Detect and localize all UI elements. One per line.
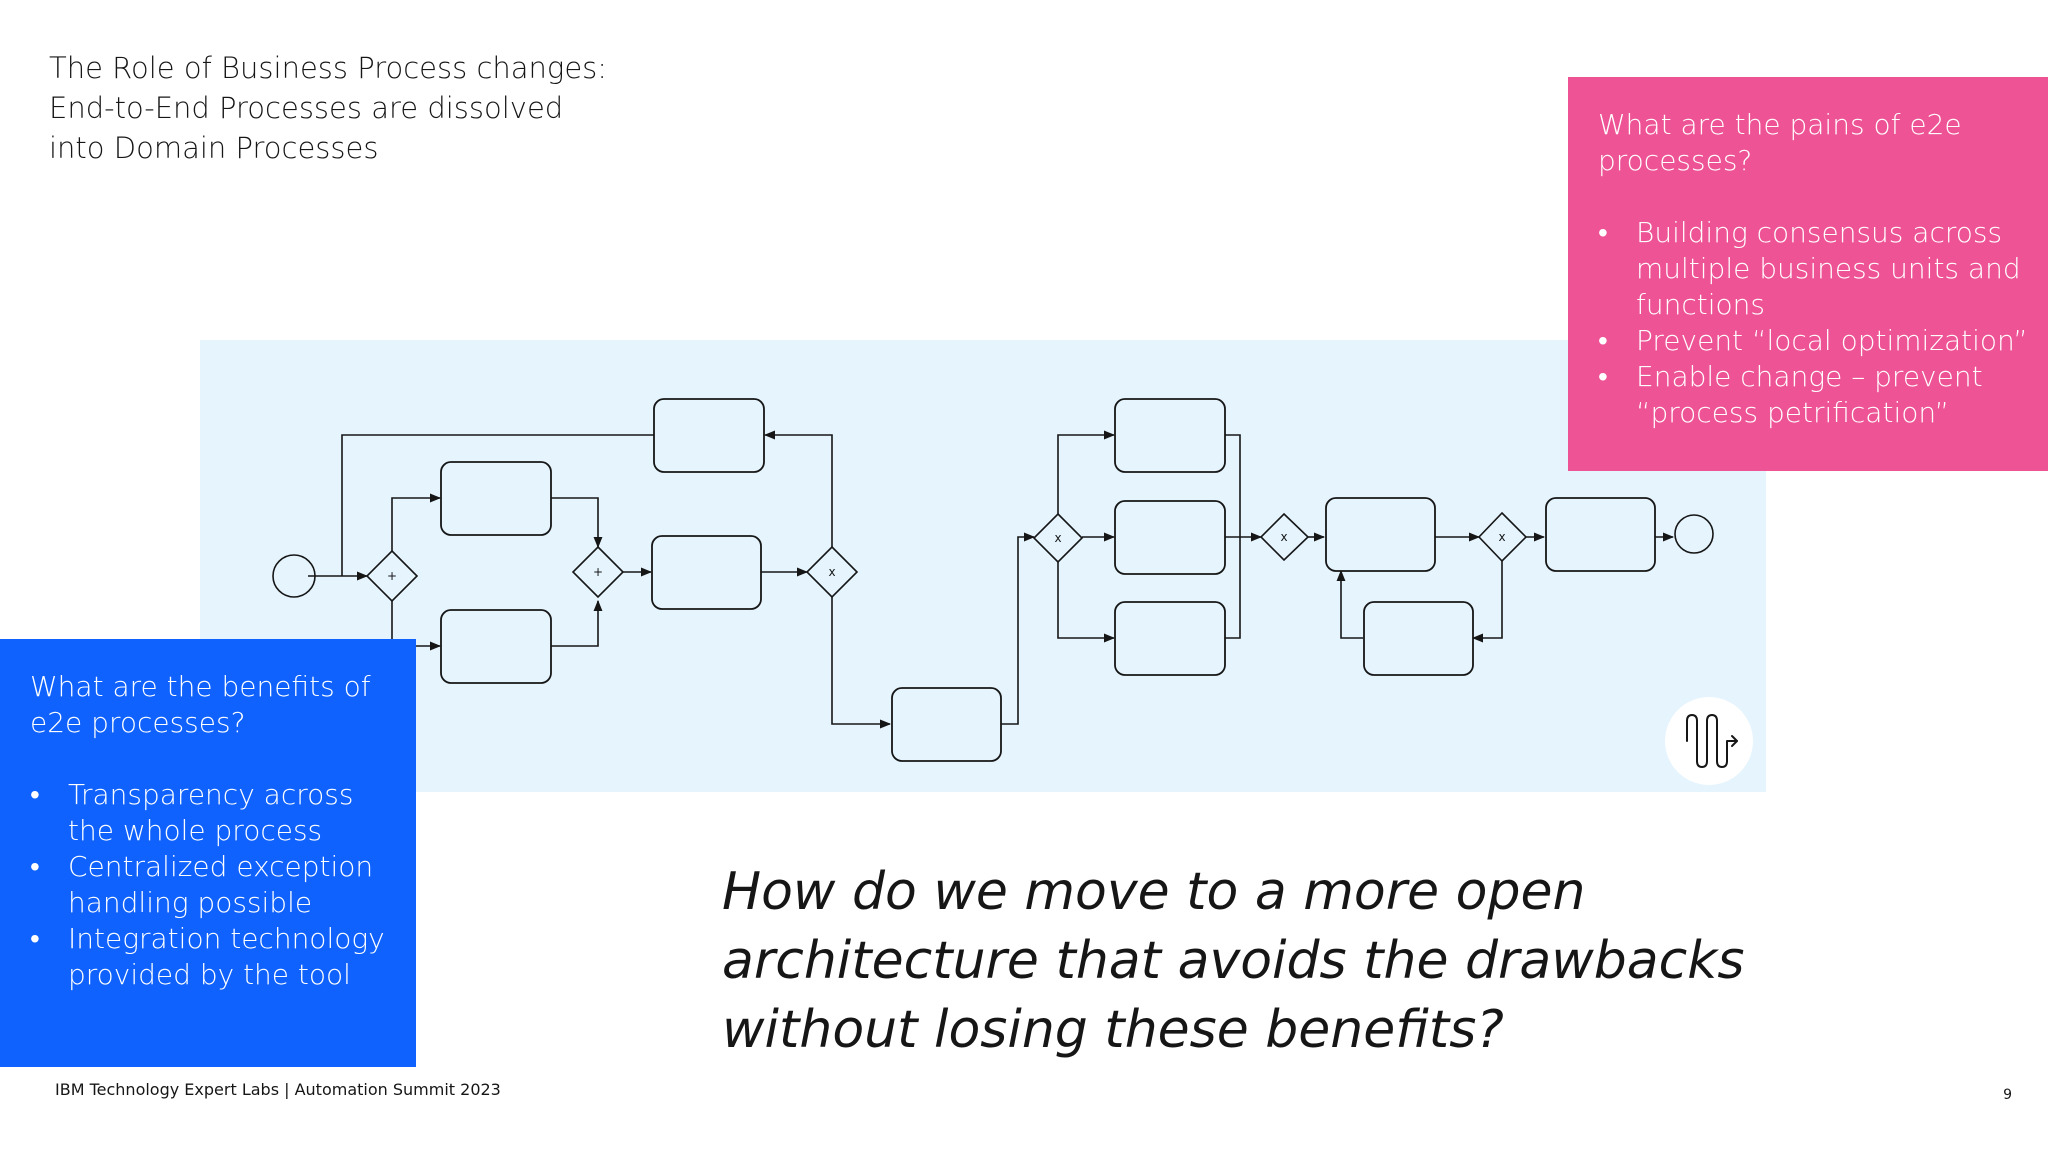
task-box	[1545, 497, 1656, 572]
flow-edge	[1336, 569, 1363, 639]
parallel-gateway	[571, 545, 625, 599]
bpmn-process-diagram: + + x x x x	[200, 340, 1766, 792]
pains-heading: What are the pains of e2e processes?	[1598, 108, 1962, 177]
exclusive-gateway	[1259, 512, 1310, 562]
slide-title: The Role of Business Process changes: En…	[49, 48, 629, 168]
flow-edge	[1057, 562, 1116, 643]
list-item: Building consensus across multiple busin…	[1598, 215, 2028, 323]
list-item: Integration technology provided by the t…	[30, 921, 396, 993]
task-box	[440, 461, 552, 536]
pains-list: Building consensus across multiple busin…	[1598, 215, 2028, 431]
title-line: End-to-End Processes are dissolved	[49, 91, 564, 125]
flow-edge	[1057, 430, 1116, 514]
parallel-gateway	[365, 549, 419, 603]
flow-edge	[831, 597, 892, 729]
task-box	[1325, 497, 1436, 572]
flow-edge	[391, 493, 442, 551]
list-item: Centralized exception handling possible	[30, 849, 396, 921]
question-line: without losing these benefits?	[722, 1000, 1504, 1060]
end-event	[1674, 514, 1714, 554]
task-box	[440, 609, 552, 684]
process-flow-icon	[1665, 697, 1753, 785]
gateway-label: +	[387, 569, 397, 583]
exclusive-gateway	[1032, 512, 1084, 564]
start-event	[272, 554, 316, 598]
gateway-label: x	[1280, 530, 1287, 544]
flow-edge	[1001, 532, 1036, 725]
gateway-label: x	[1498, 530, 1505, 544]
list-item: Transparency across the whole process	[30, 777, 396, 849]
title-line: The Role of Business Process changes:	[49, 51, 608, 85]
gateway-label: +	[593, 565, 603, 579]
gateway-label: x	[1054, 531, 1061, 545]
flow-edge	[763, 430, 833, 547]
task-box	[653, 398, 765, 473]
task-box	[1114, 398, 1226, 473]
process-flow-icon-glyph	[1686, 714, 1738, 768]
flow-edge	[341, 434, 654, 576]
exclusive-gateway	[1477, 511, 1528, 563]
question-line: How do we move to a more open	[722, 862, 1586, 922]
bpmn-diagram-svg: + + x x x x	[200, 340, 1766, 792]
footer-text: IBM Technology Expert Labs | Automation …	[55, 1080, 501, 1099]
flow-edge	[551, 599, 603, 647]
task-box	[891, 687, 1002, 762]
benefits-panel: What are the benefits of e2e processes? …	[0, 639, 416, 1067]
question-line: architecture that avoids the drawbacks	[722, 931, 1745, 991]
exclusive-gateway	[805, 545, 859, 599]
benefits-list: Transparency across the whole process Ce…	[30, 777, 396, 993]
title-line: into Domain Processes	[49, 131, 379, 165]
task-box	[651, 535, 762, 610]
page-number: 9	[2003, 1087, 2012, 1103]
list-item: Enable change – prevent “process petrifi…	[1598, 359, 2028, 431]
list-item: Prevent “local optimization”	[1598, 323, 2028, 359]
flow-edge	[1471, 561, 1503, 643]
flow-edge	[551, 497, 603, 549]
task-box	[1363, 601, 1474, 676]
task-box	[1114, 601, 1226, 676]
task-box	[1114, 500, 1226, 575]
key-question: How do we move to a more open architectu…	[722, 858, 1802, 1065]
pains-panel: What are the pains of e2e processes? Bui…	[1568, 77, 2048, 471]
gateway-label: x	[828, 565, 835, 579]
benefits-heading: What are the benefits of e2e processes?	[30, 670, 371, 739]
